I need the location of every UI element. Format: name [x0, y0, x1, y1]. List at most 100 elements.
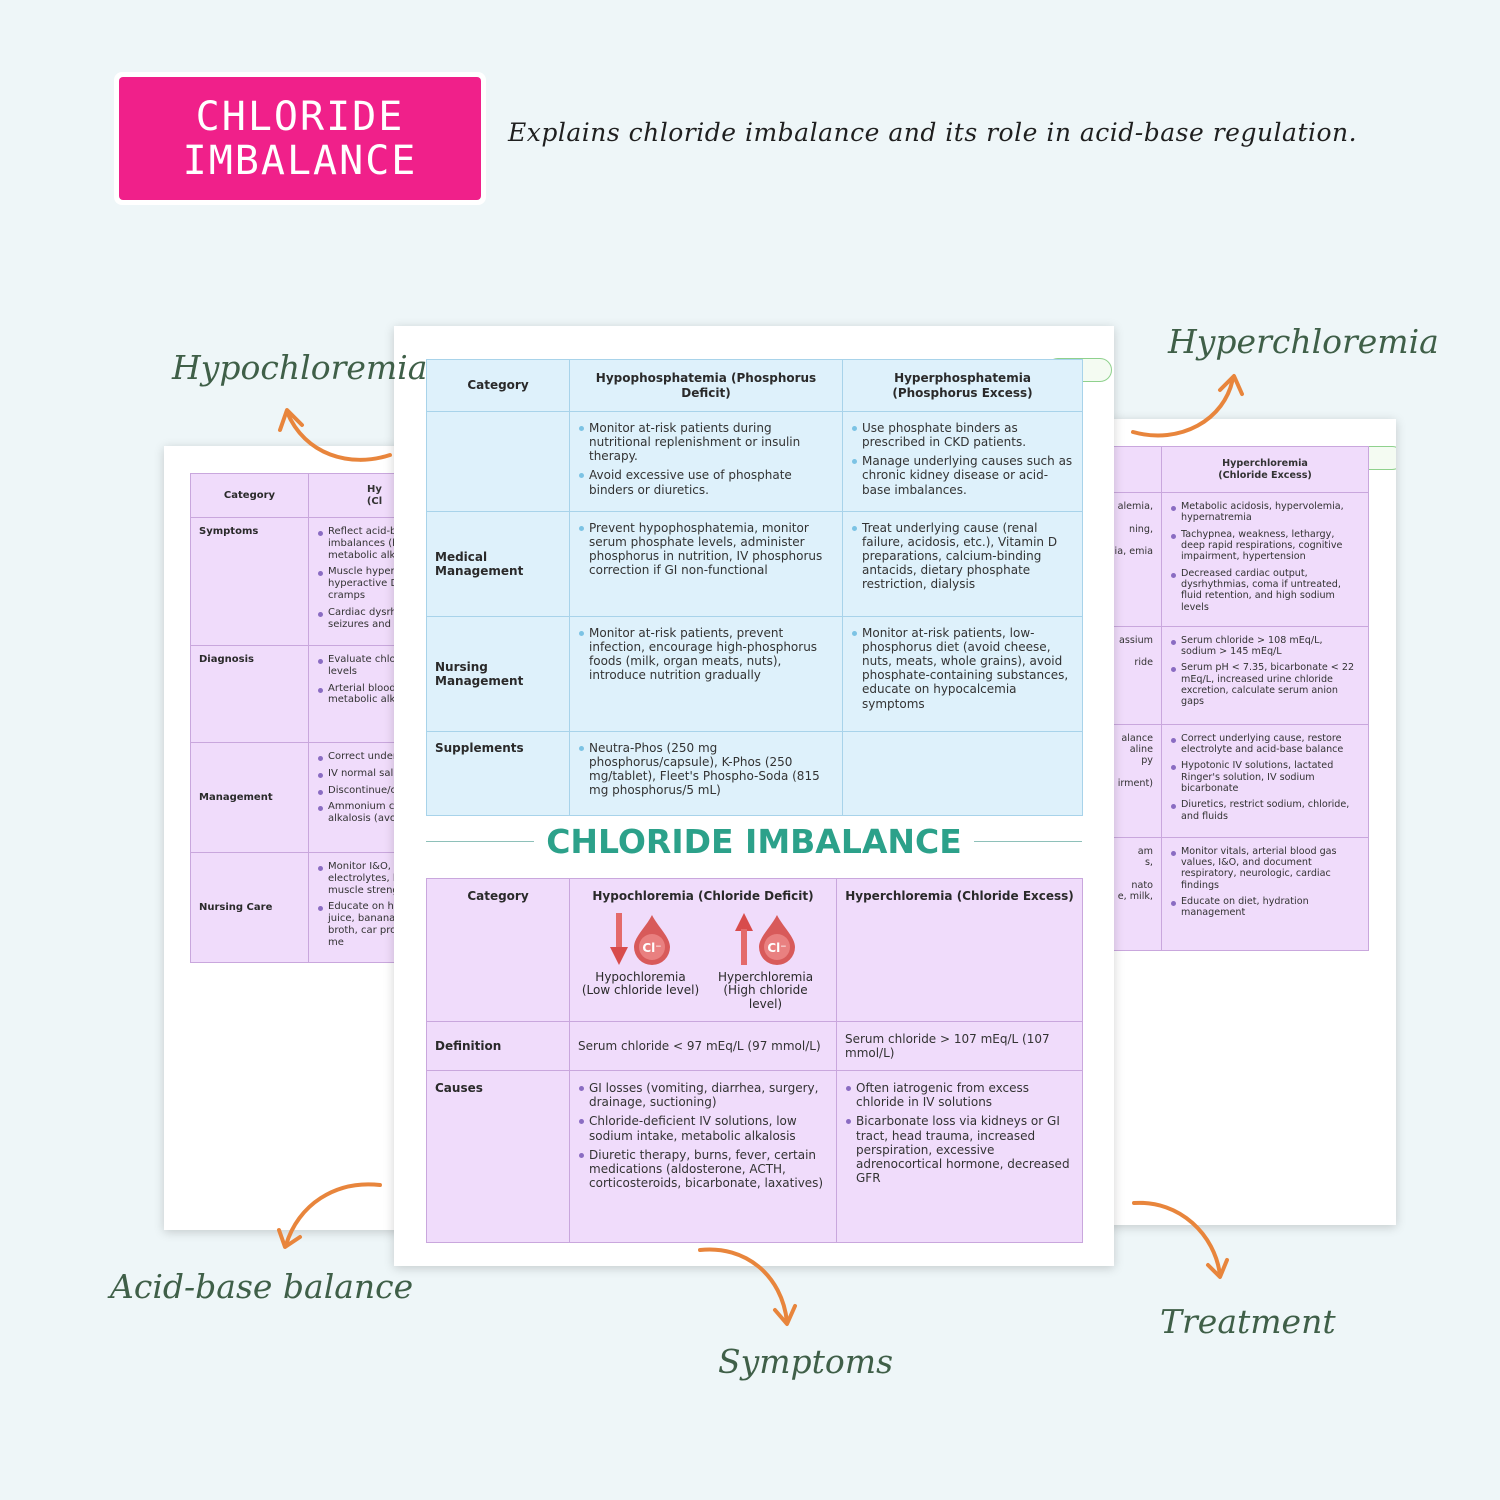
list-item: Hypotonic IV solutions, lactated Ringer'…: [1170, 760, 1360, 794]
list-item: Cardiac dysrhy seizures and c: [317, 607, 404, 631]
row-content: Serum chloride > 108 mEq/L, sodium > 145…: [1161, 625, 1369, 725]
arrowhead: [1206, 1258, 1229, 1279]
list-item: Muscle hypere hyperactive D1 cramps: [317, 566, 404, 601]
arrowhead: [277, 1228, 302, 1249]
hyper-cell-empty: [842, 730, 1083, 816]
callout-acid-base: Acid-base balance: [110, 1267, 414, 1306]
row-category: am s, nato e, milk,: [1108, 836, 1162, 951]
list-item: Treat underlying cause (renal failure, a…: [851, 521, 1074, 592]
callout-treatment: Treatment: [1160, 1302, 1336, 1341]
cropped-text: am: [1137, 845, 1153, 857]
icon-low-chloride: Cl⁻ Hypochloremia (Low chloride level): [581, 913, 701, 1011]
list-item: Discontinue/ch: [317, 785, 404, 797]
list-item: Tachypnea, weakness, lethargy, deep rapi…: [1170, 529, 1360, 563]
icon-graphic: Cl⁻: [609, 913, 672, 966]
cropped-text: alemia,: [1117, 501, 1153, 512]
list-item: Monitor at-risk patients during nutritio…: [578, 421, 834, 463]
list-item: Manage underlying causes such as chronic…: [851, 454, 1074, 497]
title-badge-inner: CHLORIDE IMBALANCE: [119, 77, 481, 200]
caption-line-2: (High chloride level): [723, 983, 808, 1011]
row-content: Monitor I&O, bl electrolytes, le muscle …: [308, 852, 404, 963]
arrow-treatment: [1132, 1200, 1222, 1277]
list-item: Reflect acid-b imbalances (h metabolic a…: [317, 526, 404, 561]
row-category: Medical Management: [426, 510, 570, 617]
chloride-drop-icon: Cl⁻: [758, 915, 795, 966]
hyper-causes: Often iatrogenic from excess chloride in…: [836, 1070, 1083, 1244]
row-content: Monitor vitals, arterial blood gas value…: [1161, 836, 1369, 951]
main-page: 11 Category Hypophosphatemia (Phosphorus…: [394, 326, 1114, 1266]
list-item: Correct undert: [317, 751, 404, 763]
header-line-1: Hyperchloremia: [1222, 458, 1308, 470]
arrowhead: [773, 1304, 797, 1326]
hyper-cell: Monitor at-risk patients, low-phosphorus…: [842, 615, 1083, 732]
list-item: Use phosphate binders as prescribed in C…: [851, 421, 1074, 449]
list-item: GI losses (vomiting, diarrhea, surgery, …: [578, 1081, 828, 1109]
arrow-hyperchloremia: [1131, 376, 1235, 438]
row-category: Management: [190, 742, 309, 853]
list-item: Serum pH < 7.35, bicarbonate < 22 mEq/L,…: [1170, 662, 1360, 707]
arrowhead: [278, 408, 304, 432]
icon-caption: Hypochloremia (Low chloride level): [582, 970, 699, 997]
hypo-cell: Monitor at-risk patients during nutritio…: [569, 411, 843, 512]
row-category: Symptoms: [190, 517, 309, 646]
list-item: Diuretics, restrict sodium, chloride, an…: [1170, 799, 1360, 822]
title-line-2: IMBALANCE: [182, 137, 418, 184]
list-item: Evaluate chlori levels: [317, 654, 404, 678]
subtitle: Explains chloride imbalance and its role…: [508, 118, 1358, 147]
hyper-cell: Treat underlying cause (renal failure, a…: [842, 510, 1083, 617]
row-category: [426, 411, 570, 512]
header-category: Category: [426, 878, 570, 1022]
divider: [426, 841, 535, 842]
icon-caption: Hyperchloremia (High chloride level): [706, 970, 826, 1011]
cropped-text: e, milk,: [1117, 891, 1153, 903]
callout-hypochloremia: Hypochloremia: [172, 348, 428, 387]
cropped-text: irment): [1117, 778, 1153, 790]
cropped-text: assium: [1119, 634, 1153, 646]
list-item: Chloride-deficient IV solutions, low sod…: [578, 1114, 828, 1143]
list-item: Correct underlying cause, restore electr…: [1170, 733, 1360, 756]
cropped-text: ride: [1134, 657, 1153, 669]
callout-hyperchloremia: Hyperchloremia: [1168, 322, 1439, 361]
cropped-text: lemia, emia: [1108, 546, 1153, 558]
phosphate-table: Category Hypophosphatemia (Phosphorus De…: [426, 359, 1083, 816]
header-category: Category: [426, 359, 570, 412]
list-item: Monitor at-risk patients, prevent infect…: [578, 626, 834, 683]
cropped-text: alance: [1121, 732, 1153, 744]
right-page-preview: 12 Hyperchloremia(Chloride Excess) alemi…: [1108, 419, 1396, 1225]
row-category: Definition: [426, 1020, 570, 1072]
row-content: Evaluate chlori levels Arterial blood g …: [308, 645, 404, 743]
header-line-1: Hy: [367, 483, 382, 495]
header-hyperphosphatemia: Hyperphosphatemia(Phosphorus Excess): [842, 359, 1083, 412]
callout-symptoms: Symptoms: [718, 1342, 894, 1381]
arrow-down-icon: [609, 913, 628, 966]
section-title: CHLORIDE IMBALANCE: [546, 822, 962, 861]
hyper-definition: Serum chloride > 107 mEq/L (107 mmol/L): [836, 1020, 1083, 1072]
divider: [973, 841, 1082, 842]
arrow-acid-base: [284, 1182, 382, 1247]
header-line-1: Hyperphosphatemia: [894, 371, 1031, 386]
row-content: Correct undert IV normal salin Discontin…: [308, 742, 404, 853]
arrow-up-icon: [734, 913, 753, 966]
list-item: Bicarbonate loss via kidneys or GI tract…: [845, 1114, 1074, 1185]
row-category: Diagnosis: [190, 645, 309, 743]
row-content: Correct underlying cause, restore electr…: [1161, 723, 1369, 838]
row-category: assium ride: [1108, 625, 1162, 725]
title-line-1: CHLORIDE: [195, 93, 405, 140]
header-hyperchloremia: Hyperchloremia (Chloride Excess): [836, 878, 1083, 1022]
list-item: Ammonium ch alkalosis (avoi: [317, 801, 404, 825]
row-category: Nursing Management: [426, 615, 570, 732]
right-page-table: Hyperchloremia(Chloride Excess) alemia, …: [1108, 446, 1369, 951]
icon-high-chloride: Cl⁻ Hyperchloremia (High chloride level): [706, 913, 826, 1011]
row-category: Nursing Care: [190, 852, 309, 963]
header-line-2: (Phosphorus Excess): [892, 385, 1033, 400]
cropped-text: nato: [1131, 879, 1153, 891]
header-column: Hyperchloremia(Chloride Excess): [1161, 446, 1369, 493]
title-badge: CHLORIDE IMBALANCE: [114, 72, 486, 205]
list-item: Often iatrogenic from excess chloride in…: [845, 1081, 1074, 1109]
hypo-definition: Serum chloride < 97 mEq/L (97 mmol/L): [569, 1020, 837, 1072]
list-item: Educate on hig juice, bananas salty brot…: [317, 901, 404, 948]
list-item: Metabolic acidosis, hypervolemia, hypern…: [1170, 501, 1360, 524]
hypo-cell: Neutra-Phos (250 mg phosphorus/capsule),…: [569, 730, 843, 816]
list-item: Diuretic therapy, burns, fever, certain …: [578, 1148, 828, 1190]
